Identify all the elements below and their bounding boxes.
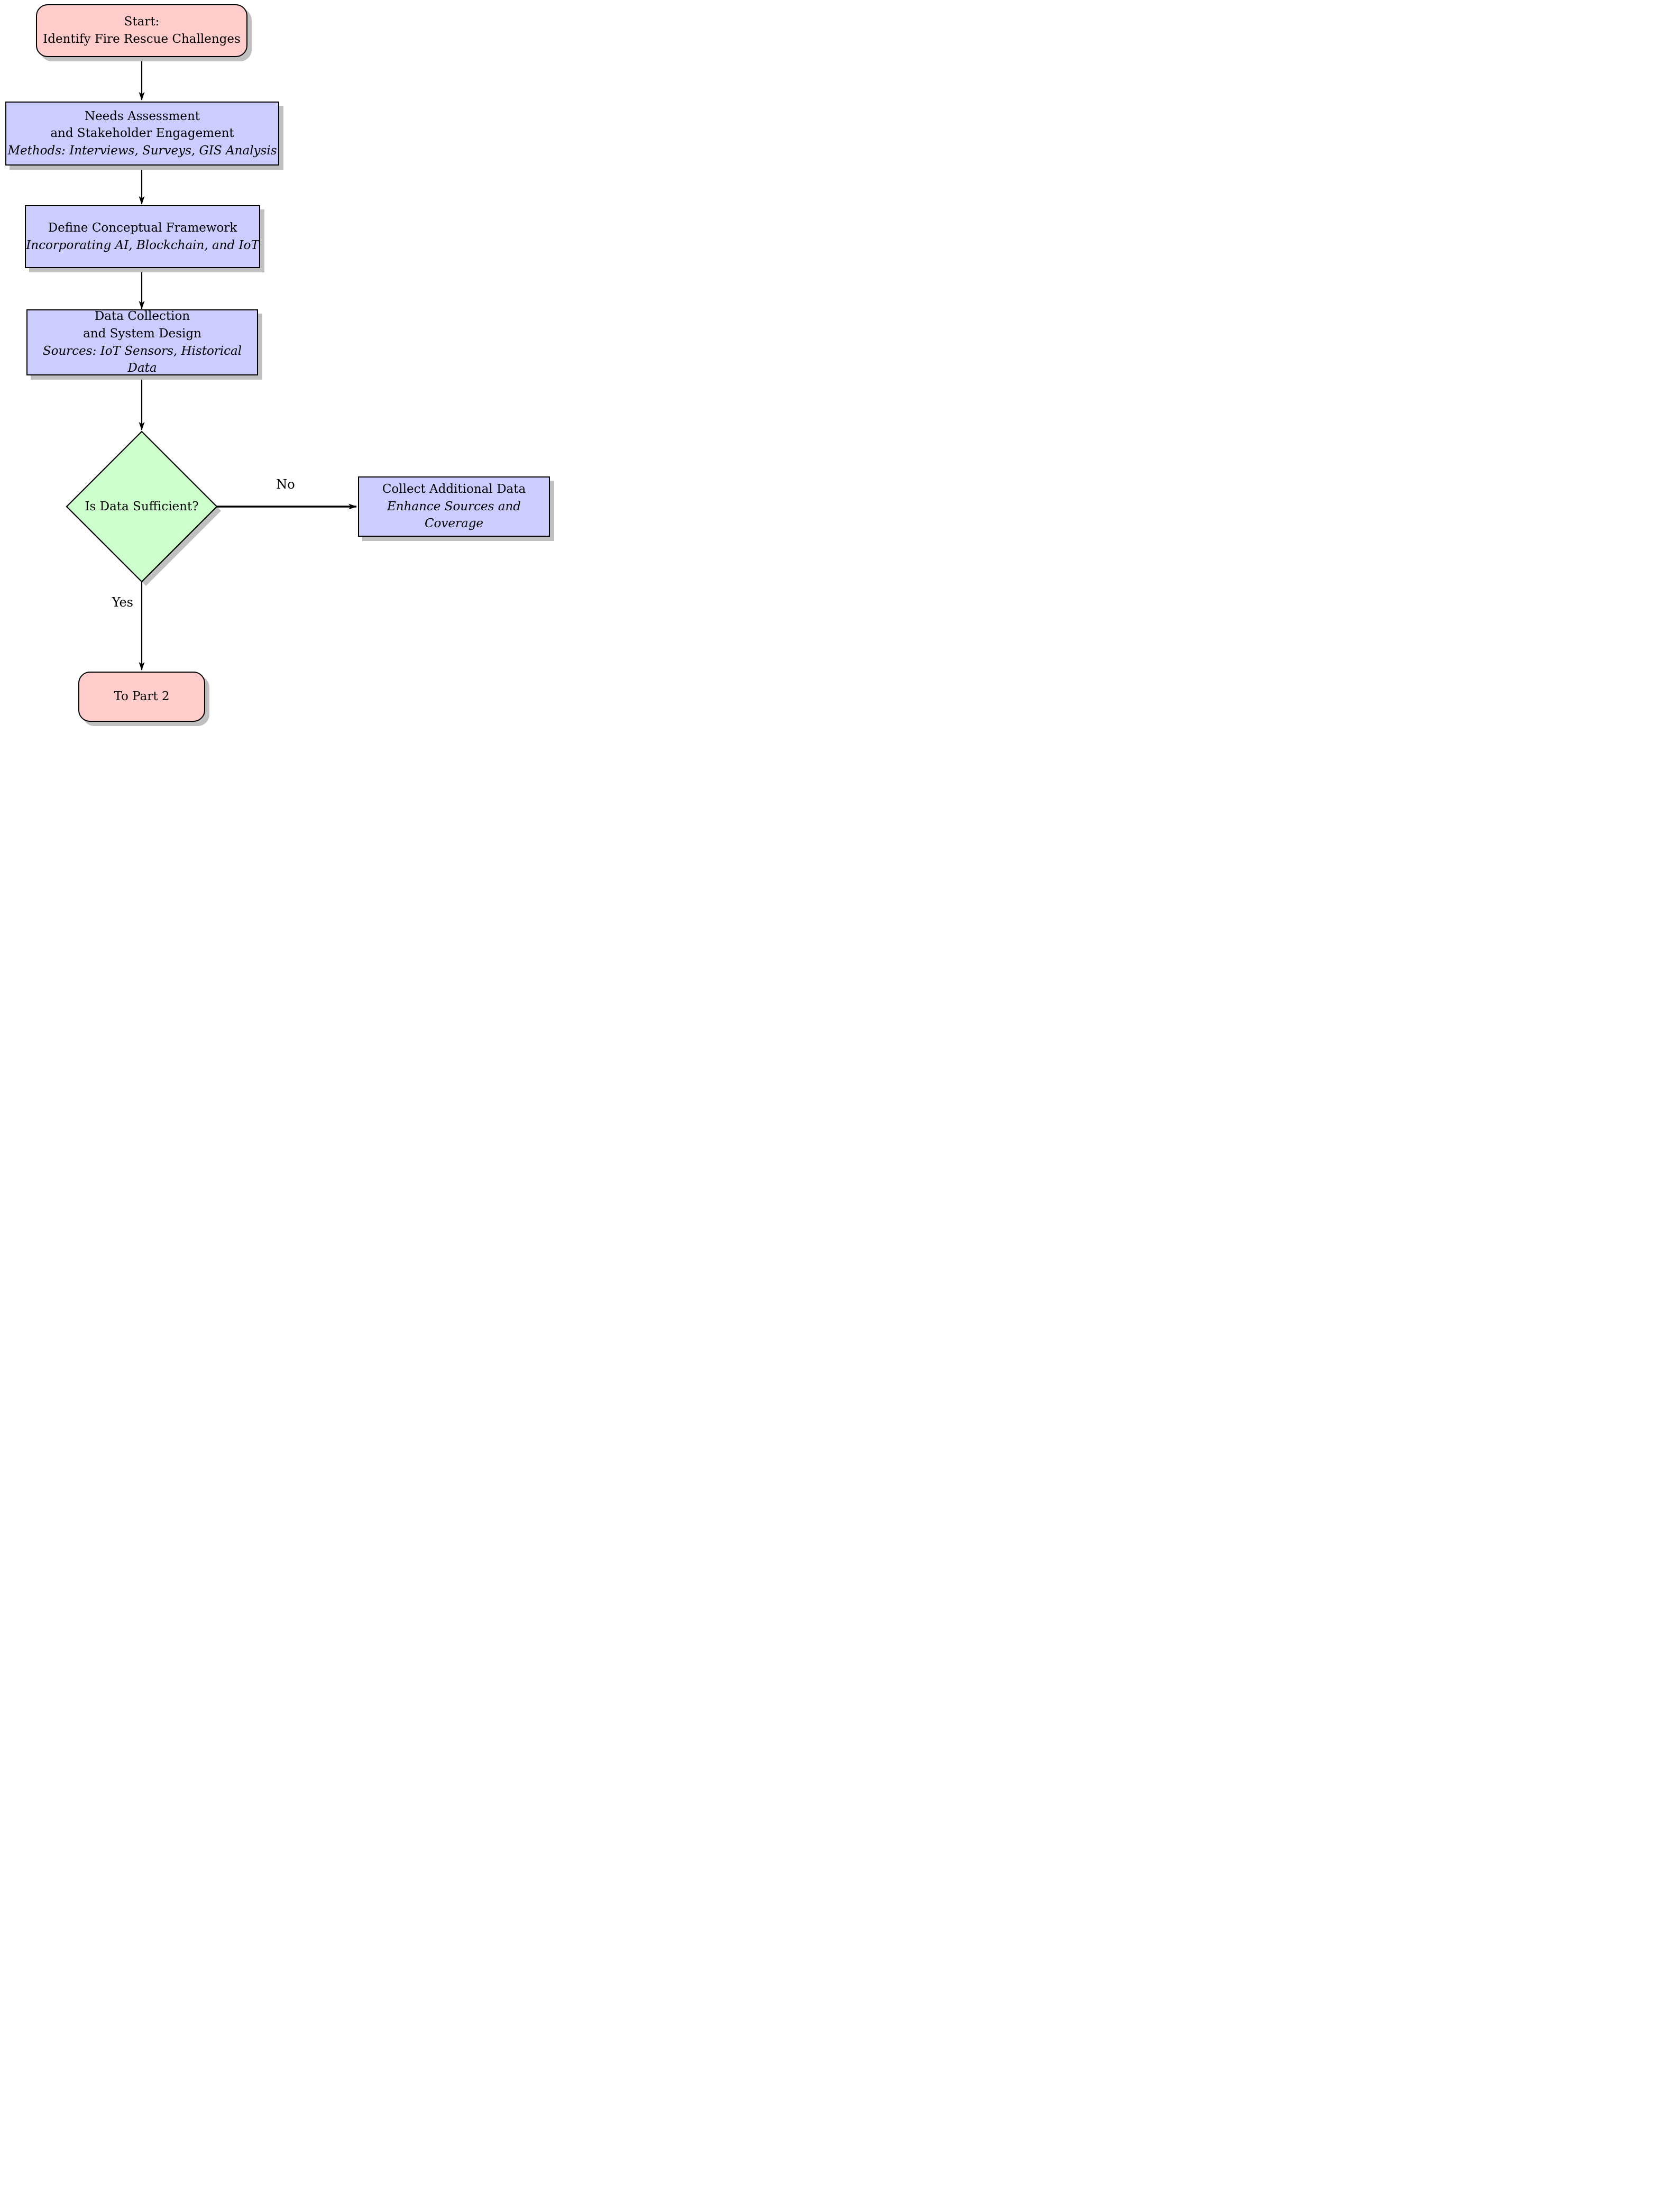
flowchart-canvas: Start: Identify Fire Rescue Challenges N… [0,0,560,728]
edges-layer [66,58,357,671]
decision-diamond-shape [66,430,218,583]
node-needs-assessment: Needs Assessment and Stakeholder Engagem… [5,102,279,166]
node-needs-line1: Needs Assessment [84,109,200,123]
edge-label-yes: Yes [112,595,133,610]
decision-node [66,430,221,586]
node-needs-line2: and Stakeholder Engagement [50,126,234,141]
node-datacollection-subtitle: Sources: IoT Sensors, Historical Data [42,344,242,375]
node-framework-subtitle: Incorporating AI, Blockchain, and IoT [26,238,259,252]
node-start-line2: Identify Fire Rescue Challenges [43,32,241,46]
node-start: Start: Identify Fire Rescue Challenges [36,4,247,57]
edge-label-no: No [276,477,295,492]
node-collect-additional: Collect Additional Data Enhance Sources … [358,476,550,537]
node-datacollection-line2: and System Design [83,326,201,341]
node-framework: Define Conceptual Framework Incorporatin… [25,205,260,268]
node-data-collection: Data Collection and System Design Source… [26,309,258,375]
node-framework-line1: Define Conceptual Framework [48,221,237,235]
node-collect-line1: Collect Additional Data [382,482,526,497]
node-to-part-2: To Part 2 [78,672,205,722]
node-datacollection-line1: Data Collection [94,309,190,324]
node-start-line1: Start: [124,15,160,29]
node-collect-subtitle: Enhance Sources and Coverage [387,499,521,531]
node-needs-subtitle: Methods: Interviews, Surveys, GIS Analys… [7,143,277,158]
